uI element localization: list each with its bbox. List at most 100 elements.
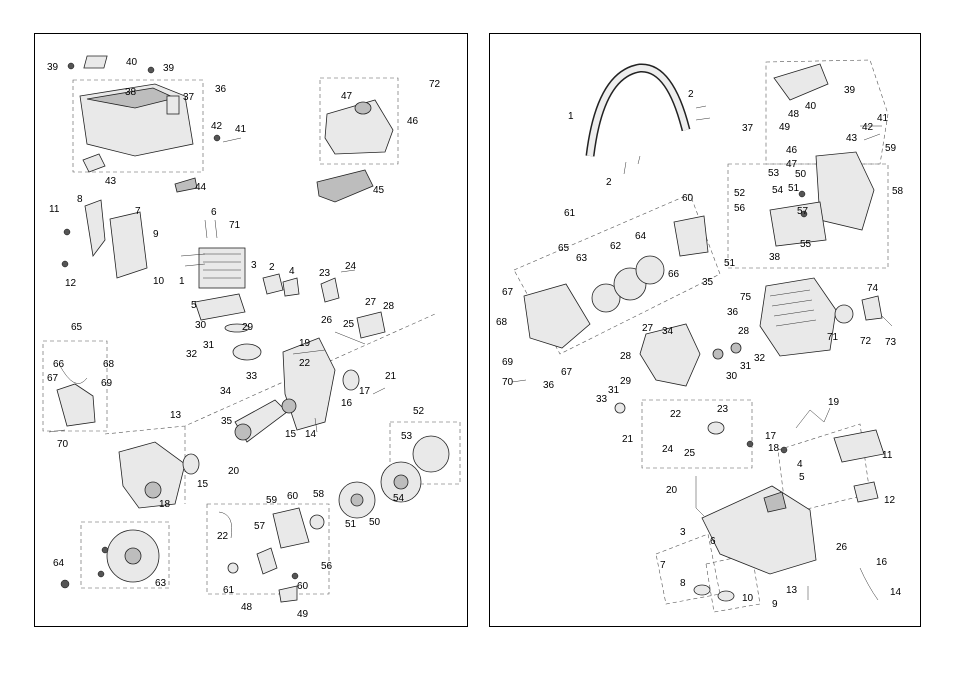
clutch-hub: [393, 474, 409, 490]
part-number: 60: [682, 193, 694, 204]
part-number: 50: [369, 517, 381, 528]
brake-band-55: [769, 201, 827, 247]
part-number: 46: [407, 116, 419, 127]
part-4: [282, 277, 300, 297]
part-number: 53: [401, 431, 413, 442]
part-number: 14: [305, 429, 317, 440]
part-33: [614, 402, 626, 414]
part-number: 8: [680, 578, 686, 589]
part-number: 18: [768, 443, 780, 454]
part-number: 67: [47, 373, 59, 384]
part-30: [712, 348, 724, 360]
part-number: 21: [385, 371, 397, 382]
part-number: 3: [251, 260, 257, 271]
bearing-15c: [182, 453, 200, 475]
right-part-numbers: 2 1 39 37 40 48 49 42 41 43 59 46 47 50 …: [496, 85, 904, 610]
part-number: 26: [836, 542, 848, 553]
part-number: 36: [543, 380, 555, 391]
part-number: 47: [786, 159, 798, 170]
pulley-63: [591, 283, 621, 313]
part-number: 6: [710, 536, 716, 547]
part-number: 61: [564, 208, 576, 219]
wire-67: [58, 363, 88, 384]
spring-19: [795, 407, 831, 429]
part-number: 39: [844, 85, 856, 96]
part-number: 51: [724, 258, 736, 269]
handle-bar-fill: [587, 64, 689, 157]
clutch-drum-52: [412, 435, 450, 473]
starter-housing-68: [523, 283, 591, 349]
part-number: 66: [668, 269, 680, 280]
part-number: 56: [734, 203, 746, 214]
part-number: 21: [622, 434, 634, 445]
group-box-56: [206, 503, 330, 595]
part-number: 10: [742, 593, 754, 604]
part-number: 1: [179, 276, 185, 287]
group-box-52: [389, 421, 461, 485]
group-box-65: [42, 340, 108, 432]
part-number: 35: [702, 277, 714, 288]
part-number: 1: [568, 111, 574, 122]
part-number: 2: [606, 177, 612, 188]
part-74: [861, 295, 883, 321]
left-exploded-view-panel: 39 40 39 38 37 36 42 41 43 44 47 72 46 4…: [34, 33, 468, 627]
part-number: 14: [890, 587, 902, 598]
part-number: 30: [195, 320, 207, 331]
part-number: 45: [373, 185, 385, 196]
part-number: 65: [71, 322, 83, 333]
hand-guard-39: [773, 63, 829, 101]
part-60: [673, 215, 709, 257]
part-23: [707, 421, 725, 435]
part-number: 24: [662, 444, 674, 455]
part-number: 10: [153, 276, 165, 287]
part-number: 74: [867, 283, 879, 294]
group-box-36: [72, 79, 204, 173]
part-number: 11: [49, 204, 60, 215]
part-number: 29: [242, 322, 254, 333]
part-58: [309, 514, 325, 530]
part-number: 4: [289, 266, 295, 277]
part-number: 16: [341, 398, 353, 409]
part-27: [356, 311, 386, 339]
part-number: 56: [321, 561, 333, 572]
gasket-5: [194, 293, 246, 321]
part-71: [834, 304, 854, 324]
part-number: 65: [558, 243, 570, 254]
part-number: 34: [662, 326, 674, 337]
part-number: 44: [195, 182, 207, 193]
part-number: 38: [769, 252, 781, 263]
part-number: 50: [795, 169, 807, 180]
part-number: 20: [666, 485, 678, 496]
group-box-7: [655, 533, 721, 605]
part-number: 71: [827, 332, 839, 343]
tube-20: [695, 476, 705, 517]
part-12: [853, 481, 879, 503]
part-number: 23: [319, 268, 331, 279]
part-number: 68: [496, 317, 508, 328]
piston-29: [232, 343, 262, 361]
part-number: 23: [717, 404, 729, 415]
part-number: 64: [635, 231, 647, 242]
tank-cap-47: [354, 101, 372, 115]
part-64: [635, 255, 665, 285]
label-plate-40: [83, 55, 108, 69]
bracket-37: [166, 95, 180, 115]
part-number: 11: [882, 450, 893, 461]
part-number: 12: [884, 495, 896, 506]
part-number: 31: [203, 340, 215, 351]
group-box-63: [80, 521, 170, 589]
part-number: 4: [797, 459, 803, 470]
part-number: 26: [321, 315, 333, 326]
part-number: 61: [223, 585, 235, 596]
group-box-37: [765, 59, 889, 165]
part-number: 58: [892, 186, 904, 197]
part-number: 34: [220, 386, 232, 397]
fasteners-left: [48, 62, 386, 589]
part-number: 35: [221, 416, 233, 427]
hose-22: [218, 511, 232, 539]
part-number: 72: [429, 79, 441, 90]
part-number: 70: [57, 439, 69, 450]
seal-16: [342, 369, 360, 391]
part-number: 39: [47, 62, 59, 73]
handle-bar-1: [585, 63, 691, 157]
